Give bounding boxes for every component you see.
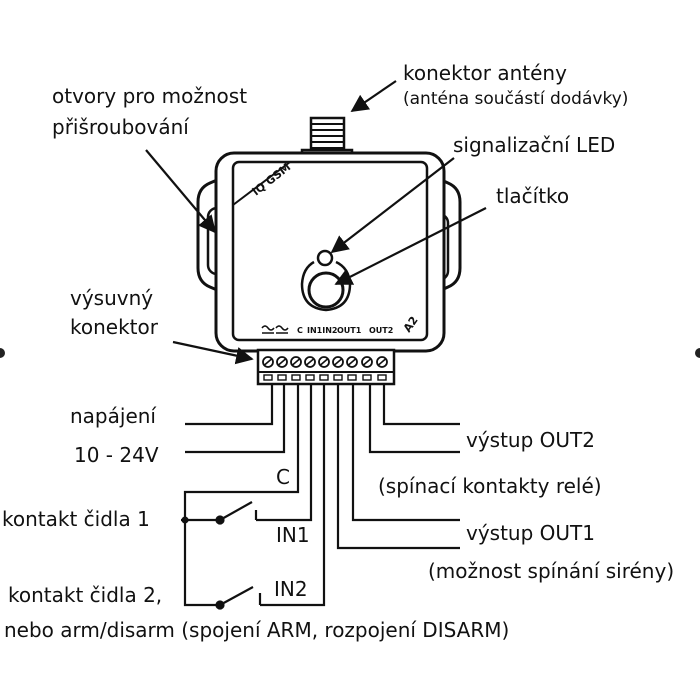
label-in2: IN2 — [274, 577, 308, 601]
label-in1: IN1 — [276, 523, 310, 547]
edge-mark-right — [695, 348, 700, 358]
sensor-switch-2 — [215, 586, 262, 610]
terminal-label-c: C — [297, 326, 303, 335]
wire-out2-b — [382, 385, 460, 426]
label-out2: výstup OUT2 — [466, 428, 595, 452]
terminal-wire-slot — [333, 374, 343, 381]
terminal-label-out1: OUT1 — [337, 326, 362, 335]
arrow-connector — [172, 340, 254, 365]
arrow-mount-holes — [145, 149, 217, 234]
label-sensor2: kontakt čidla 2, — [8, 583, 162, 607]
power-symbol-icon — [261, 325, 289, 334]
edge-mark-left — [0, 348, 5, 358]
terminal-screw-slot — [377, 358, 387, 366]
terminal-screw-slot — [263, 358, 273, 366]
wiring — [183, 385, 460, 607]
label-status-led: signalizační LED — [453, 133, 615, 157]
label-out1: výstup OUT1 — [466, 521, 595, 545]
terminal-screw-slot — [291, 358, 301, 366]
label-connector-1: výsuvný — [70, 286, 153, 310]
device — [196, 116, 462, 353]
terminal-label-out2: OUT2 — [369, 326, 393, 335]
terminal-wire-slot — [263, 374, 273, 381]
terminal-screw-slot — [319, 358, 329, 366]
terminal-wire-slot — [277, 374, 287, 381]
label-button: tlačítko — [496, 184, 569, 208]
wire-power-minus — [185, 385, 286, 454]
label-sensor1: kontakt čidla 1 — [2, 507, 150, 531]
callout-arrows — [145, 80, 487, 365]
arrow-led — [330, 157, 455, 254]
terminal-screw-slot — [347, 358, 357, 366]
terminal-wire-slot — [291, 374, 301, 381]
button-icon — [307, 271, 345, 309]
terminal-screw-slot — [362, 358, 372, 366]
arrow-button — [334, 207, 487, 285]
sensor-switch-1 — [181, 501, 258, 525]
signal-led-icon — [316, 249, 334, 267]
wire-in1 — [256, 385, 313, 522]
wire-in2 — [260, 385, 326, 607]
terminal-wire-slot — [347, 374, 357, 381]
label-mount-holes-1: otvory pro možnost — [52, 84, 247, 108]
terminal-label-in1in2: IN1IN2 — [307, 326, 337, 335]
wire-common — [183, 385, 300, 607]
label-out2-note: (spínací kontakty relé) — [378, 474, 602, 498]
terminal-wire-slot — [305, 374, 315, 381]
terminal-wire-slot — [362, 374, 372, 381]
label-mount-holes-2: přišroubování — [52, 115, 190, 139]
label-power-1: napájení — [70, 404, 157, 428]
terminal-screw-slot — [305, 358, 315, 366]
label-antenna-note: (anténa součástí dodávky) — [403, 89, 628, 109]
terminal-screws — [262, 356, 388, 381]
wire-out1-a — [336, 385, 460, 550]
arrow-antenna — [350, 80, 397, 112]
label-power-2: 10 - 24V — [74, 443, 159, 467]
terminal-screw-slot — [333, 358, 343, 366]
terminal-legend: C IN1IN2 OUT1 OUT2 — [261, 325, 393, 335]
terminal-wire-slot — [319, 374, 329, 381]
wire-out1-b — [351, 385, 460, 522]
terminal-wire-slot — [377, 374, 387, 381]
label-connector-2: konektor — [70, 315, 159, 339]
wire-out2-a — [368, 385, 460, 454]
wire-power-plus — [185, 385, 274, 426]
sensor-1-dot — [181, 516, 189, 524]
label-out1-note: (možnost spínání sirény) — [428, 559, 674, 583]
terminal-screw-slot — [277, 358, 287, 366]
label-antenna-connector: konektor antény — [403, 61, 567, 85]
label-sensor2-note: nebo arm/disarm (spojení ARM, rozpojení … — [4, 618, 509, 642]
label-common: C — [276, 465, 290, 489]
device-panel — [231, 160, 429, 342]
